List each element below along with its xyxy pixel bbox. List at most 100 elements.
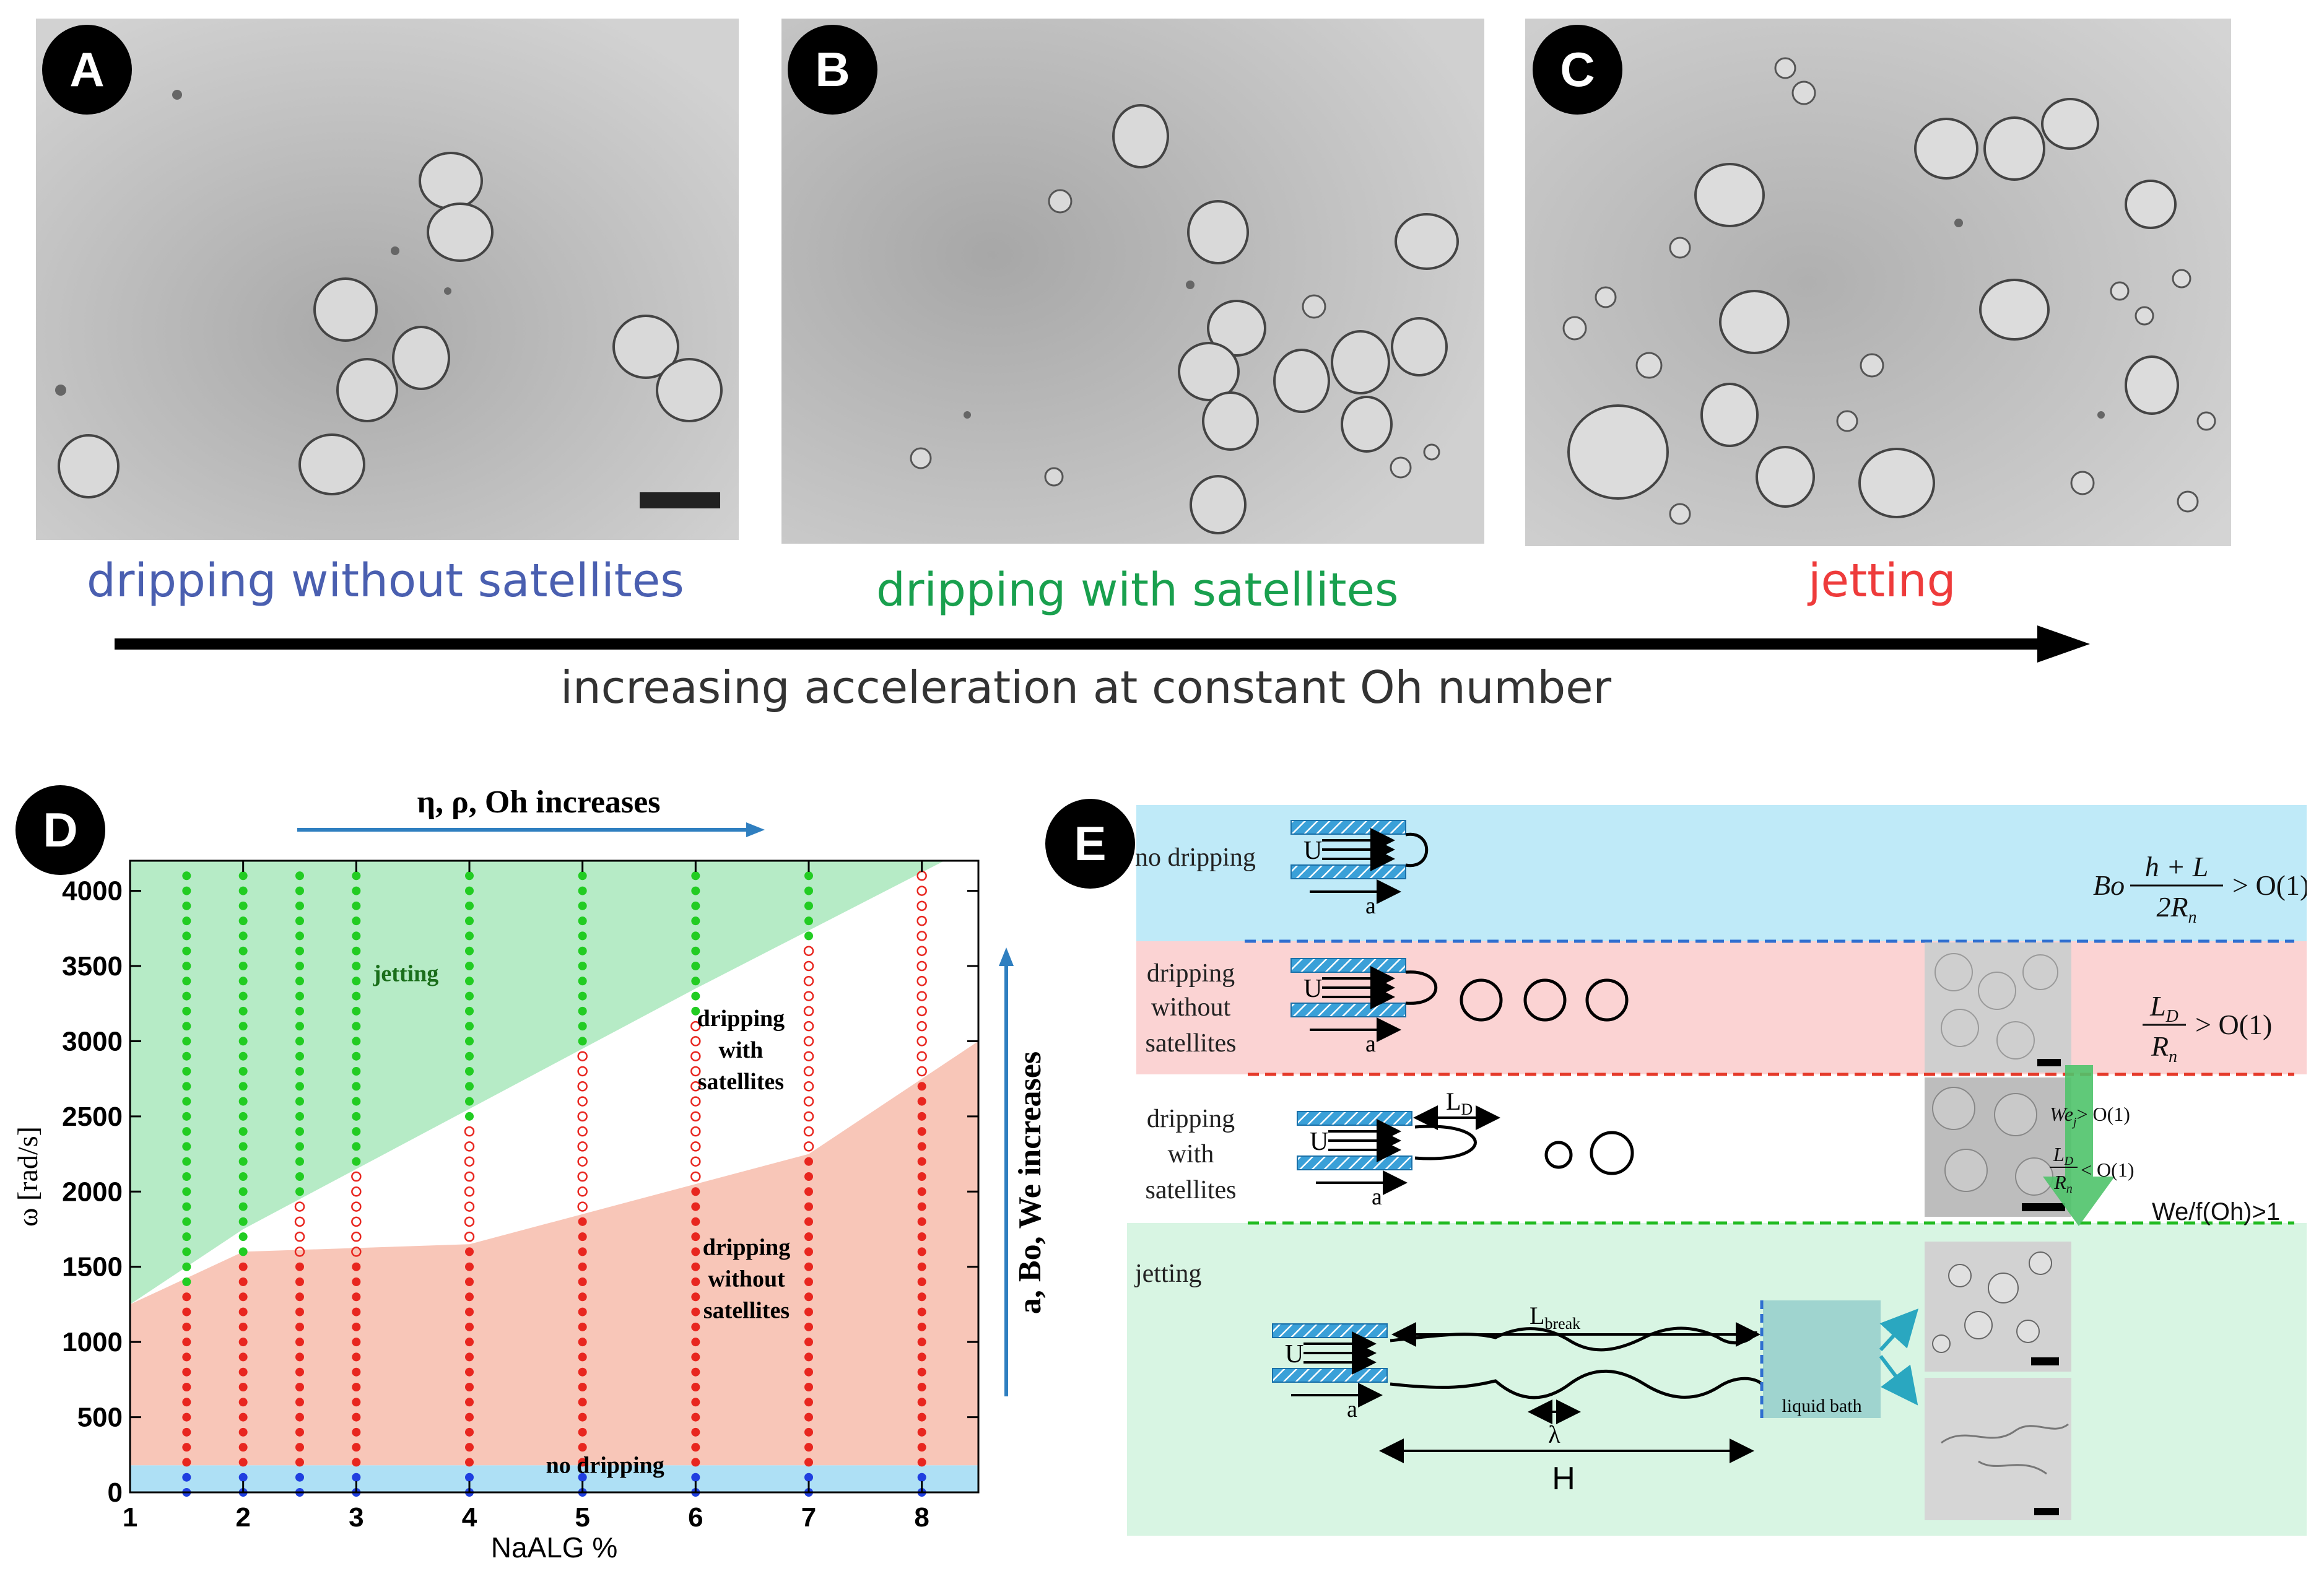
point-dripping-with [577, 1096, 588, 1107]
svg-text:> O(1): > O(1) [2195, 1009, 2272, 1040]
point-dripping-with [916, 991, 927, 1001]
band-2 [130, 861, 945, 1305]
point-no-dripping [917, 1473, 926, 1482]
point-dripping-with [916, 960, 927, 972]
svg-text:h + L: h + L [2145, 851, 2209, 882]
point-dripping-without [917, 1292, 926, 1302]
point-dripping-without [182, 1383, 191, 1391]
top-arrow-label: η, ρ, Oh increases [417, 785, 661, 820]
point-dripping-without [691, 1277, 700, 1286]
point-no-dripping [578, 1473, 587, 1482]
point-dripping-without [691, 1398, 700, 1407]
point-jetting [352, 977, 361, 986]
point-jetting [352, 1051, 361, 1061]
point-dripping-without [691, 1367, 700, 1377]
point-dripping-without [804, 1187, 813, 1196]
point-dripping-without [465, 1262, 474, 1271]
point-jetting [465, 962, 474, 970]
point-dripping-without [465, 1367, 474, 1377]
point-jetting [578, 946, 587, 955]
point-dripping-without [691, 1322, 700, 1331]
svg-text:< O(1): < O(1) [2081, 1159, 2134, 1181]
point-dripping-with [803, 1020, 814, 1032]
point-dripping-with [577, 1186, 588, 1197]
point-dripping-without [238, 1292, 248, 1302]
point-dripping-with [916, 1006, 927, 1017]
band-1 [130, 1041, 978, 1466]
point-dripping-without [691, 1247, 700, 1256]
nozzle-jetting-bottom [1272, 1368, 1388, 1383]
point-jetting [238, 1232, 248, 1242]
point-jetting [691, 931, 700, 941]
point-jetting [804, 871, 813, 881]
point-dripping-without [238, 1427, 248, 1437]
point-dripping-without [917, 1232, 926, 1242]
point-jetting [578, 901, 587, 910]
point-dripping-without [804, 1322, 813, 1331]
symbol-a: a [1372, 1184, 1382, 1210]
symbol-h: H [1552, 1461, 1575, 1497]
point-dripping-without [238, 1262, 248, 1271]
point-dripping-without [691, 1262, 700, 1271]
point-jetting [238, 1082, 248, 1091]
point-dripping-without [691, 1307, 700, 1316]
point-jetting [804, 901, 813, 910]
point-dripping-without [917, 1412, 926, 1422]
point-dripping-without [691, 1352, 700, 1362]
point-jetting [578, 931, 587, 941]
point-jetting [465, 1067, 474, 1076]
point-dripping-without [295, 1352, 304, 1362]
point-dripping-without [352, 1443, 361, 1452]
point-jetting [295, 1127, 304, 1136]
point-jetting [295, 1157, 304, 1166]
point-dripping-with [690, 1051, 701, 1061]
point-dripping-without [182, 1292, 191, 1302]
label-dripping-without-satellites: dripping without satellites [87, 554, 684, 607]
point-dripping-without [804, 1352, 813, 1362]
point-dripping-with [690, 1036, 701, 1047]
panel-badge-c: C [1533, 25, 1622, 115]
point-dripping-with [690, 1156, 701, 1167]
point-jetting [465, 931, 474, 941]
point-dripping-with [351, 1247, 362, 1257]
point-jetting [465, 1097, 474, 1106]
point-dripping-with [464, 1186, 475, 1197]
micrograph-a-image [36, 19, 739, 540]
point-dripping-with [803, 1066, 814, 1077]
point-dripping-without [238, 1352, 248, 1362]
svg-text:Lbreak: Lbreak [1530, 1302, 1580, 1333]
point-jetting [691, 991, 700, 1001]
point-jetting [465, 871, 474, 881]
point-jetting [352, 1006, 361, 1016]
point-dripping-without [295, 1367, 304, 1377]
point-jetting [578, 991, 587, 1001]
micrograph-a [36, 19, 739, 540]
point-jetting [182, 1187, 191, 1196]
micrograph-c [1525, 19, 2231, 546]
point-dripping-without [917, 1247, 926, 1256]
point-dripping-without [917, 1322, 926, 1331]
point-jetting [182, 1202, 191, 1211]
point-dripping-with [577, 1141, 588, 1152]
point-jetting [295, 1172, 304, 1181]
point-jetting [578, 962, 587, 970]
point-jetting [295, 901, 304, 910]
point-dripping-without [578, 1352, 587, 1362]
point-jetting [182, 1217, 191, 1226]
point-jetting [578, 1006, 587, 1016]
point-dripping-without [352, 1352, 361, 1362]
point-dripping-without [238, 1277, 248, 1286]
point-jetting [352, 1037, 361, 1046]
thumbnail-with [1925, 1077, 2071, 1217]
point-dripping-with [294, 1231, 305, 1242]
point-jetting [238, 1187, 248, 1196]
region-label-no-dripping: no dripping [546, 1452, 664, 1478]
point-dripping-without [804, 1277, 813, 1286]
point-jetting [295, 931, 304, 941]
point-dripping-without [578, 1338, 587, 1347]
point-jetting [465, 1082, 474, 1091]
micrograph-b-image [781, 19, 1484, 544]
y-tick-label: 2000 [62, 1177, 123, 1207]
point-jetting [238, 1112, 248, 1121]
point-dripping-without [804, 1443, 813, 1452]
